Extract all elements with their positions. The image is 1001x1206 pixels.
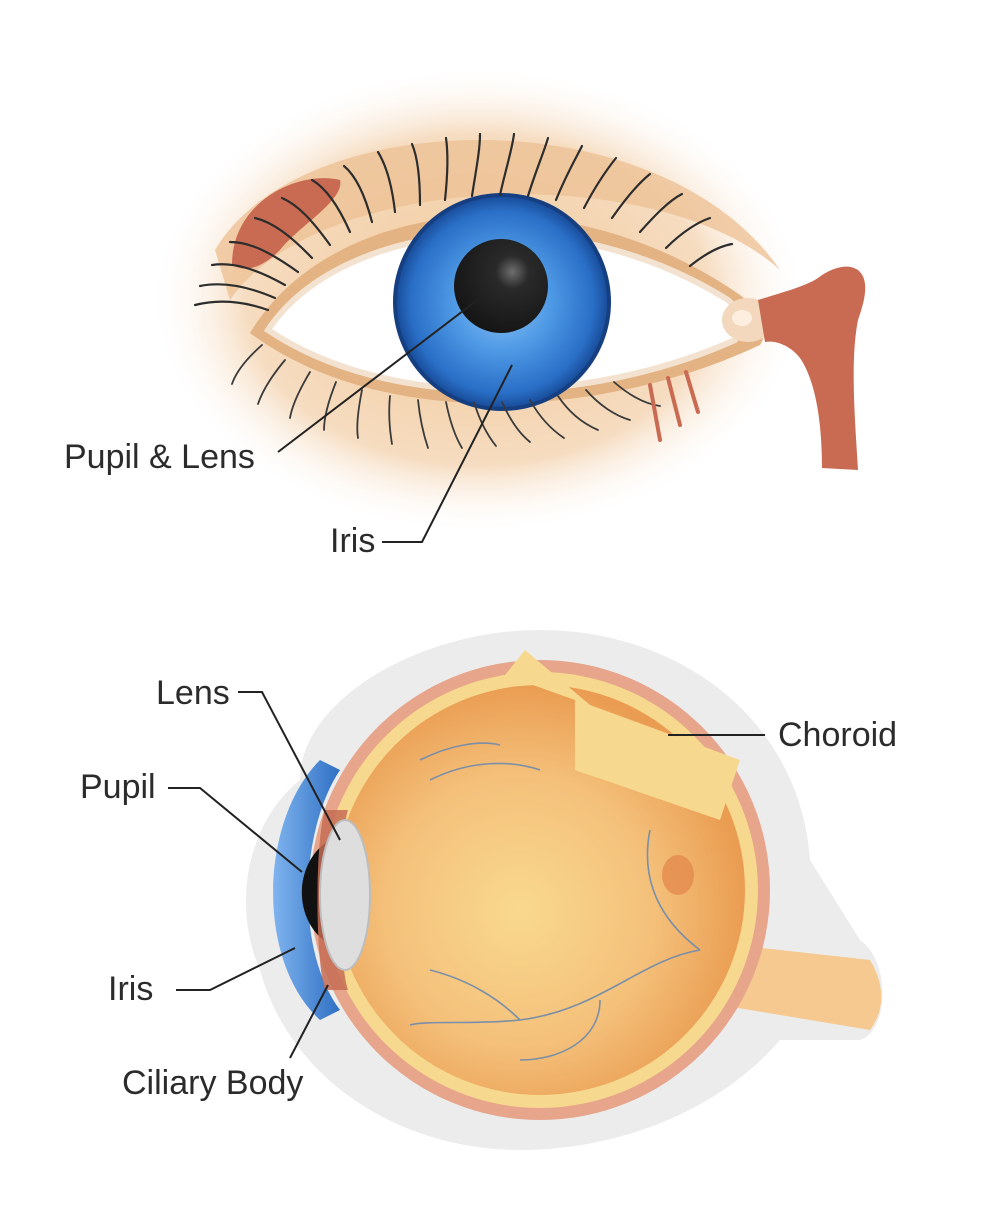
pupil-leader — [168, 787, 303, 873]
label-iris-front: Iris — [330, 522, 376, 560]
lacrimal-gland — [232, 178, 341, 269]
lens-leader — [238, 691, 341, 841]
label-pupil-lens: Pupil & Lens — [64, 438, 255, 476]
pupil — [454, 239, 548, 333]
lower-eyelashes — [231, 344, 661, 449]
tear-duct — [758, 266, 866, 470]
label-lens: Lens — [156, 674, 230, 712]
iris-side-leader — [176, 947, 296, 991]
label-iris-side: Iris — [108, 970, 154, 1008]
cutaway-wedge — [505, 650, 740, 820]
label-pupil: Pupil — [80, 768, 156, 806]
iris-rim — [393, 193, 611, 411]
retinal-vessels — [409, 742, 701, 1061]
lens — [319, 819, 371, 971]
ciliary-body-leader — [289, 984, 329, 1059]
upper-eyelashes — [193, 132, 734, 312]
fovea — [662, 855, 694, 895]
label-choroid: Choroid — [778, 716, 898, 754]
cross-section-eye — [245, 630, 883, 1150]
iris-front-leader — [382, 364, 513, 543]
pupil-lens-leader — [277, 297, 481, 453]
label-ciliary-body: Ciliary Body — [122, 1064, 304, 1102]
front-view-eye — [148, 65, 866, 535]
lower-lid-marks — [648, 370, 700, 442]
caruncle-highlight — [732, 310, 752, 326]
leader-lines — [168, 297, 765, 1059]
